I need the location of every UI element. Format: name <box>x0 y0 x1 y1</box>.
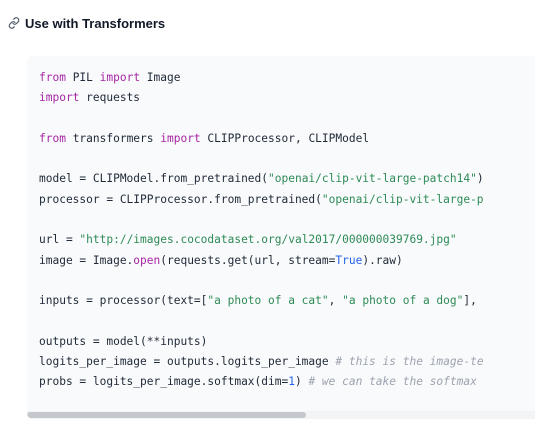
code-token: requests <box>79 91 141 105</box>
code-line <box>39 271 484 291</box>
code-token: import <box>160 131 201 145</box>
code-token: PIL <box>65 71 100 84</box>
code-line <box>39 109 484 129</box>
code-line <box>39 312 484 332</box>
code-token: # this is the image-te <box>335 355 484 369</box>
code-line: from transformers import CLIPProcessor, … <box>39 129 484 149</box>
code-line: url = "http://images.cocodataset.org/val… <box>39 230 484 250</box>
code-token: processor = CLIPProcessor.from_pretraine… <box>39 192 322 206</box>
code-line <box>39 149 484 169</box>
code-line: processor = CLIPProcessor.from_pretraine… <box>39 190 484 210</box>
code-token: ) <box>294 375 309 389</box>
code-token: open <box>133 253 161 267</box>
code-token: image = Image. <box>39 253 134 267</box>
code-token: ).raw) <box>362 253 403 267</box>
code-token: from <box>39 71 66 84</box>
code-token: import <box>39 91 80 105</box>
code-token: CLIPProcessor, CLIPModel <box>200 131 370 145</box>
code-token: "openai/clip-vit-large-patch14" <box>268 172 477 186</box>
code-line: from PIL import Image <box>39 68 484 88</box>
code-token: 1 <box>288 375 295 389</box>
code-token: model = CLIPModel.from_pretrained( <box>39 172 269 186</box>
code-token: outputs = model(**inputs) <box>39 334 208 348</box>
code-line: image = Image.open(requests.get(url, str… <box>39 251 484 271</box>
code-line: inputs = processor(text=["a photo of a c… <box>39 291 484 311</box>
link-icon[interactable] <box>8 17 20 29</box>
code-token: # we can take the softmax <box>308 375 477 389</box>
code-token: from <box>39 131 66 145</box>
code-token: ) <box>476 172 484 186</box>
code-token: ], <box>463 294 477 308</box>
code-line: model = CLIPModel.from_pretrained("opena… <box>39 169 484 189</box>
horizontal-scrollbar[interactable] <box>27 411 535 419</box>
code-token: (requests.get(url, stream= <box>160 253 336 267</box>
code-token: "a photo of a dog" <box>342 294 464 308</box>
code-token: "a photo of a cat" <box>207 294 329 308</box>
code-token: transformers <box>65 131 161 145</box>
code-line: logits_per_image = outputs.logits_per_im… <box>39 352 484 372</box>
section-header: Use with Transformers <box>8 14 165 32</box>
code-token: , <box>328 294 343 308</box>
code-token: url = <box>39 233 80 247</box>
code-line: import requests <box>39 88 484 108</box>
code-token: import <box>99 71 141 84</box>
code-token: True <box>335 253 363 267</box>
code-token: probs = logits_per_image.softmax(dim= <box>39 375 289 389</box>
code-token: logits_per_image = outputs.logits_per_im… <box>39 355 336 369</box>
section-title: Use with Transformers <box>25 15 166 31</box>
code-token: "http://images.cocodataset.org/val2017/0… <box>79 233 457 247</box>
code-line: outputs = model(**inputs) <box>39 332 484 352</box>
code-line <box>39 210 484 230</box>
code-token: Image <box>140 71 181 84</box>
scrollbar-thumb[interactable] <box>27 412 306 418</box>
code-line: probs = logits_per_image.softmax(dim=1) … <box>39 372 484 392</box>
code-token: inputs = processor(text=[ <box>39 294 208 308</box>
code-token: "openai/clip-vit-large-p <box>321 192 484 206</box>
